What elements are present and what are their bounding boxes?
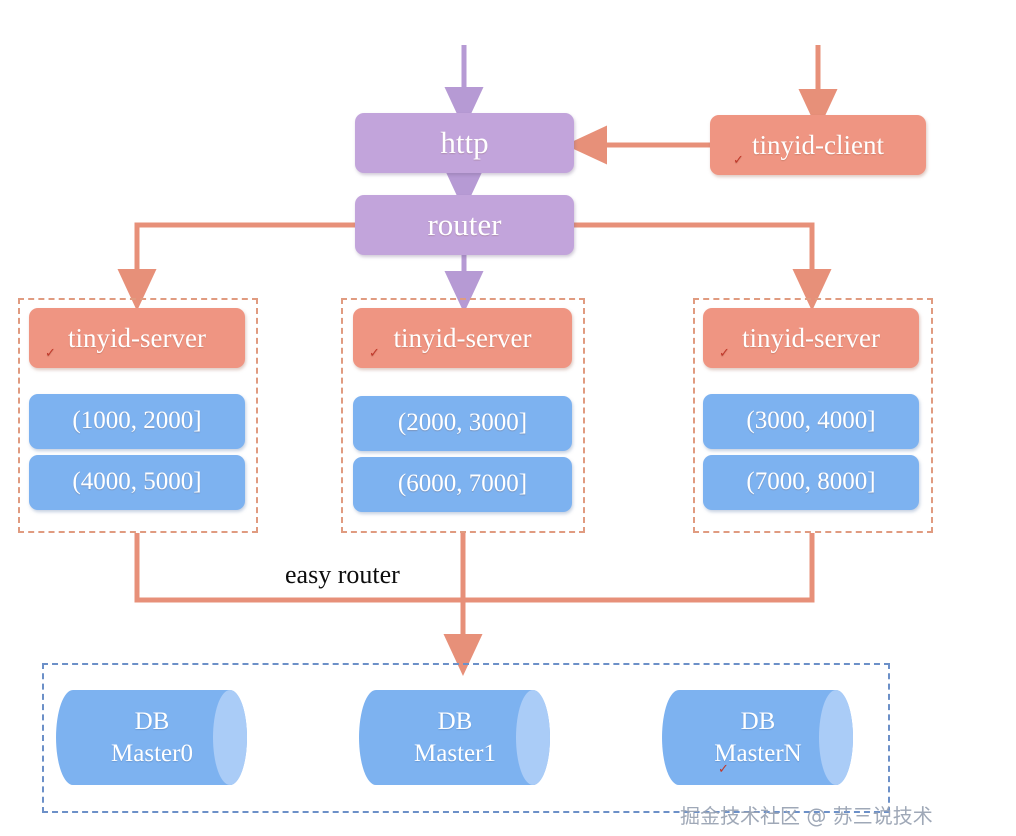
db-master-1-line1: DB: [437, 707, 473, 735]
db-master-n-label: DB MasterN: [663, 690, 853, 785]
watermark: 掘金技术社区 @ 苏三说技术: [680, 800, 933, 829]
server-right-title[interactable]: tinyid-server ✓: [703, 308, 919, 368]
server-left-range-0[interactable]: (1000, 2000]: [29, 394, 245, 449]
spellcheck-mark-icon: ✓: [45, 345, 56, 360]
server-right-range-1-label: (7000, 8000]: [746, 468, 876, 496]
spellcheck-mark-icon: ✓: [733, 152, 744, 167]
node-router-label: router: [427, 206, 502, 242]
server-left-range-1-label: (4000, 5000]: [72, 468, 202, 496]
spellcheck-mark-icon: ✓: [718, 761, 729, 776]
server-right-range-0[interactable]: (3000, 4000]: [703, 394, 919, 449]
server-left-range-1[interactable]: (4000, 5000]: [29, 455, 245, 510]
spellcheck-mark-icon: ✓: [719, 345, 730, 360]
watermark-text: 掘金技术社区 @ 苏三说技术: [680, 804, 933, 828]
server-middle-range-0[interactable]: (2000, 3000]: [353, 396, 572, 451]
spellcheck-mark-icon: ✓: [369, 345, 380, 360]
server-right-range-1[interactable]: (7000, 8000]: [703, 455, 919, 510]
arrow-groups-to-db: [134, 533, 815, 677]
server-group-middle: [341, 298, 585, 533]
edge-label-easy-router: easy router: [285, 560, 400, 590]
server-left-title[interactable]: tinyid-server ✓: [29, 308, 245, 368]
server-right-range-0-label: (3000, 4000]: [746, 407, 876, 435]
edge-label-easy-router-text: easy router: [285, 560, 400, 589]
db-master-n-line2: MasterN: [714, 739, 802, 767]
arrow-router-to-group-left: [117, 222, 355, 312]
server-middle-title-label: tinyid-server: [393, 322, 532, 353]
server-middle-range-1-label: (6000, 7000]: [397, 470, 528, 498]
db-master-n[interactable]: DB MasterN ✓: [663, 690, 853, 785]
server-left-title-label: tinyid-server: [68, 322, 206, 353]
node-tinyid-client[interactable]: tinyid-client ✓: [710, 115, 926, 175]
db-master-0[interactable]: DB Master0: [57, 690, 247, 785]
node-http[interactable]: http: [355, 113, 574, 173]
node-tinyid-client-label: tinyid-client: [752, 129, 884, 160]
db-master-0-label: DB Master0: [57, 690, 247, 785]
arrow-router-to-group-right: [574, 222, 832, 312]
server-group-right: [693, 298, 933, 533]
db-master-0-line2: Master0: [111, 739, 193, 767]
db-master-1-line2: Master1: [414, 739, 496, 767]
server-middle-range-0-label: (2000, 3000]: [397, 409, 528, 437]
node-http-label: http: [440, 124, 489, 160]
db-master-1-label: DB Master1: [360, 690, 550, 785]
db-zone: [42, 663, 890, 813]
server-middle-title[interactable]: tinyid-server ✓: [353, 308, 572, 368]
server-right-title-label: tinyid-server: [742, 322, 880, 353]
db-master-0-line1: DB: [134, 707, 170, 735]
db-master-n-line1: DB: [740, 707, 776, 735]
db-master-1[interactable]: DB Master1: [360, 690, 550, 785]
server-left-range-0-label: (1000, 2000]: [72, 407, 202, 435]
server-group-left: [18, 298, 258, 533]
server-middle-range-1[interactable]: (6000, 7000]: [353, 457, 572, 512]
node-router[interactable]: router: [355, 195, 574, 255]
